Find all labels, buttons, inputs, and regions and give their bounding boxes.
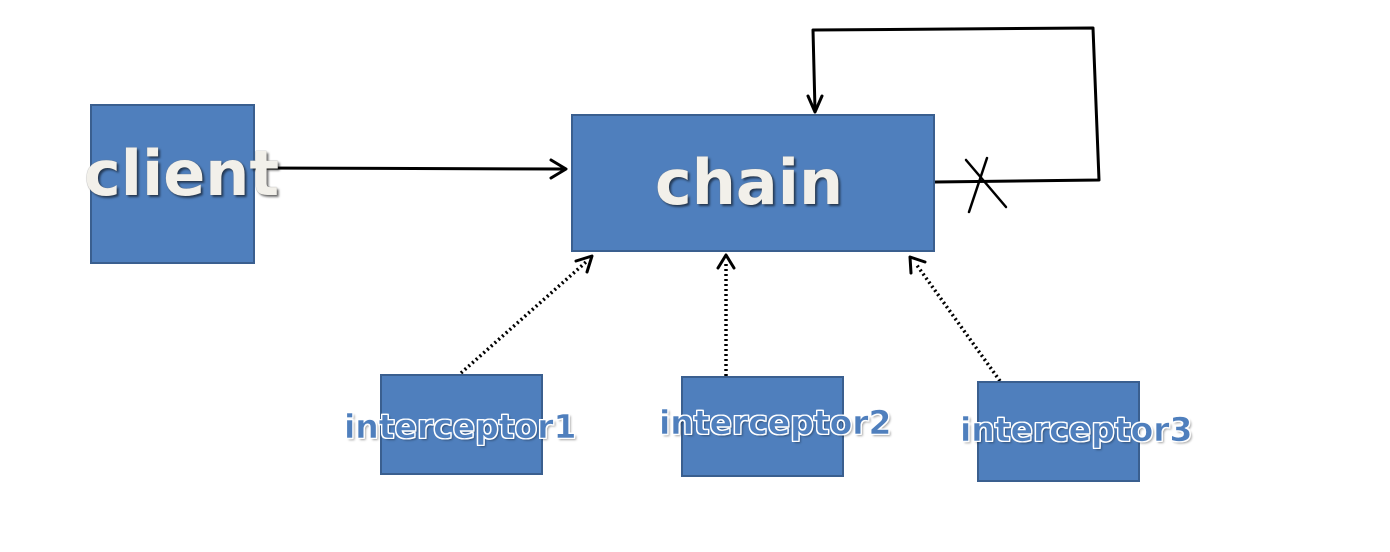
edge-client-to-chain-arrowhead bbox=[549, 158, 568, 180]
loop-cross-mark-a bbox=[964, 158, 1008, 209]
interceptor3-box bbox=[977, 381, 1140, 482]
edge-chain-loop bbox=[811, 26, 1101, 184]
client-label: client bbox=[84, 137, 280, 210]
interceptor1-label: interceptor1 bbox=[344, 407, 577, 446]
chain-label: chain bbox=[655, 146, 844, 219]
edge-interceptor1-to-chain bbox=[459, 260, 588, 375]
interceptor2-label: interceptor2 bbox=[659, 403, 892, 442]
chain-box bbox=[571, 114, 935, 252]
interceptor2-box bbox=[681, 376, 844, 477]
edge-interceptor1-to-chain-arrowhead bbox=[574, 254, 594, 274]
interceptor1-box bbox=[380, 374, 543, 475]
edge-chain-loop-arrowhead bbox=[806, 94, 824, 114]
edge-client-to-chain bbox=[253, 166, 567, 171]
edge-interceptor3-to-chain-arrowhead bbox=[908, 255, 927, 275]
edge-interceptor3-to-chain bbox=[914, 262, 1002, 383]
edge-interceptor2-to-chain-arrowhead bbox=[716, 253, 736, 270]
loop-cross-mark-b bbox=[967, 156, 989, 214]
client-box bbox=[90, 104, 255, 264]
interceptor3-label: interceptor3 bbox=[960, 410, 1193, 449]
